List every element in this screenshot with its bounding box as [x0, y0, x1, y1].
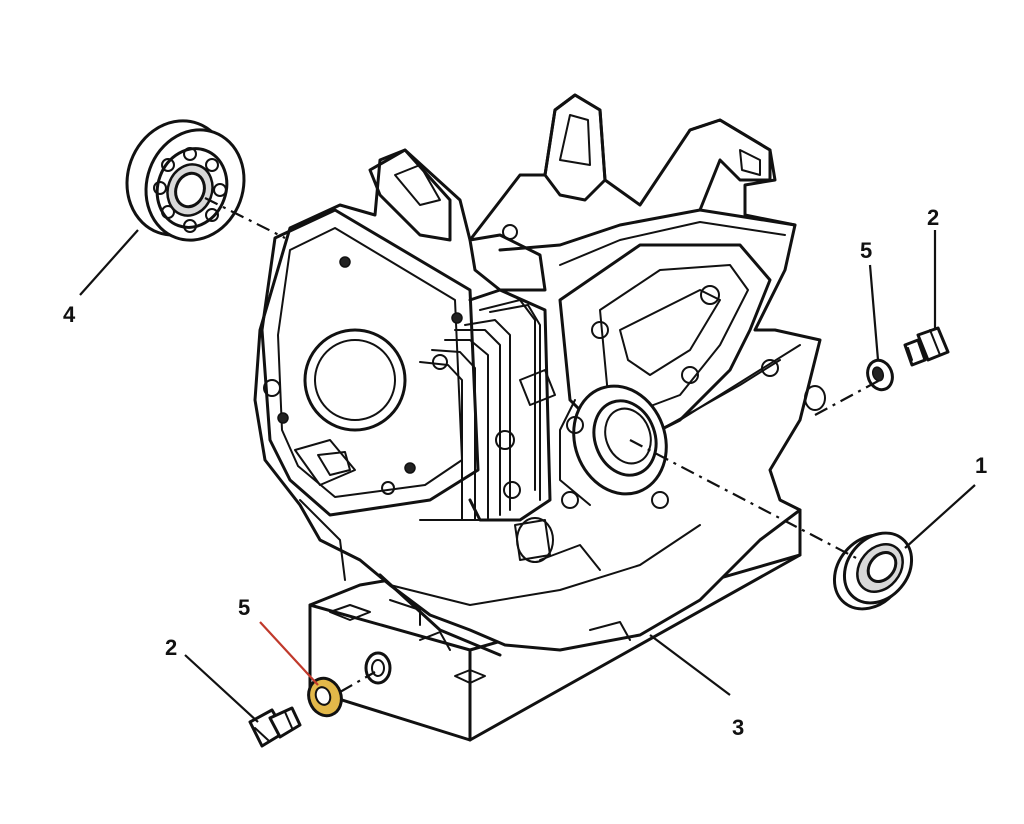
- ball-bearing: [125, 119, 246, 242]
- callout-part-2-lower: 2: [165, 635, 177, 660]
- callout-part-4: 4: [63, 302, 76, 327]
- drain-bolt-lower: [248, 706, 302, 748]
- callout-part-1: 1: [975, 453, 987, 478]
- callout-part-5-lower: 5: [238, 595, 250, 620]
- leader-lines: [79, 197, 976, 723]
- callout-part-2-upper: 2: [927, 205, 939, 230]
- drain-bolt-upper: [903, 326, 950, 367]
- sealing-washer-upper: [866, 358, 894, 392]
- crankcase: [253, 93, 826, 742]
- callout-labels: 1 2 2 3 4 5 5: [63, 205, 987, 740]
- oil-seal: [832, 531, 914, 611]
- callout-part-3: 3: [732, 715, 744, 740]
- callout-part-5-upper: 5: [860, 238, 872, 263]
